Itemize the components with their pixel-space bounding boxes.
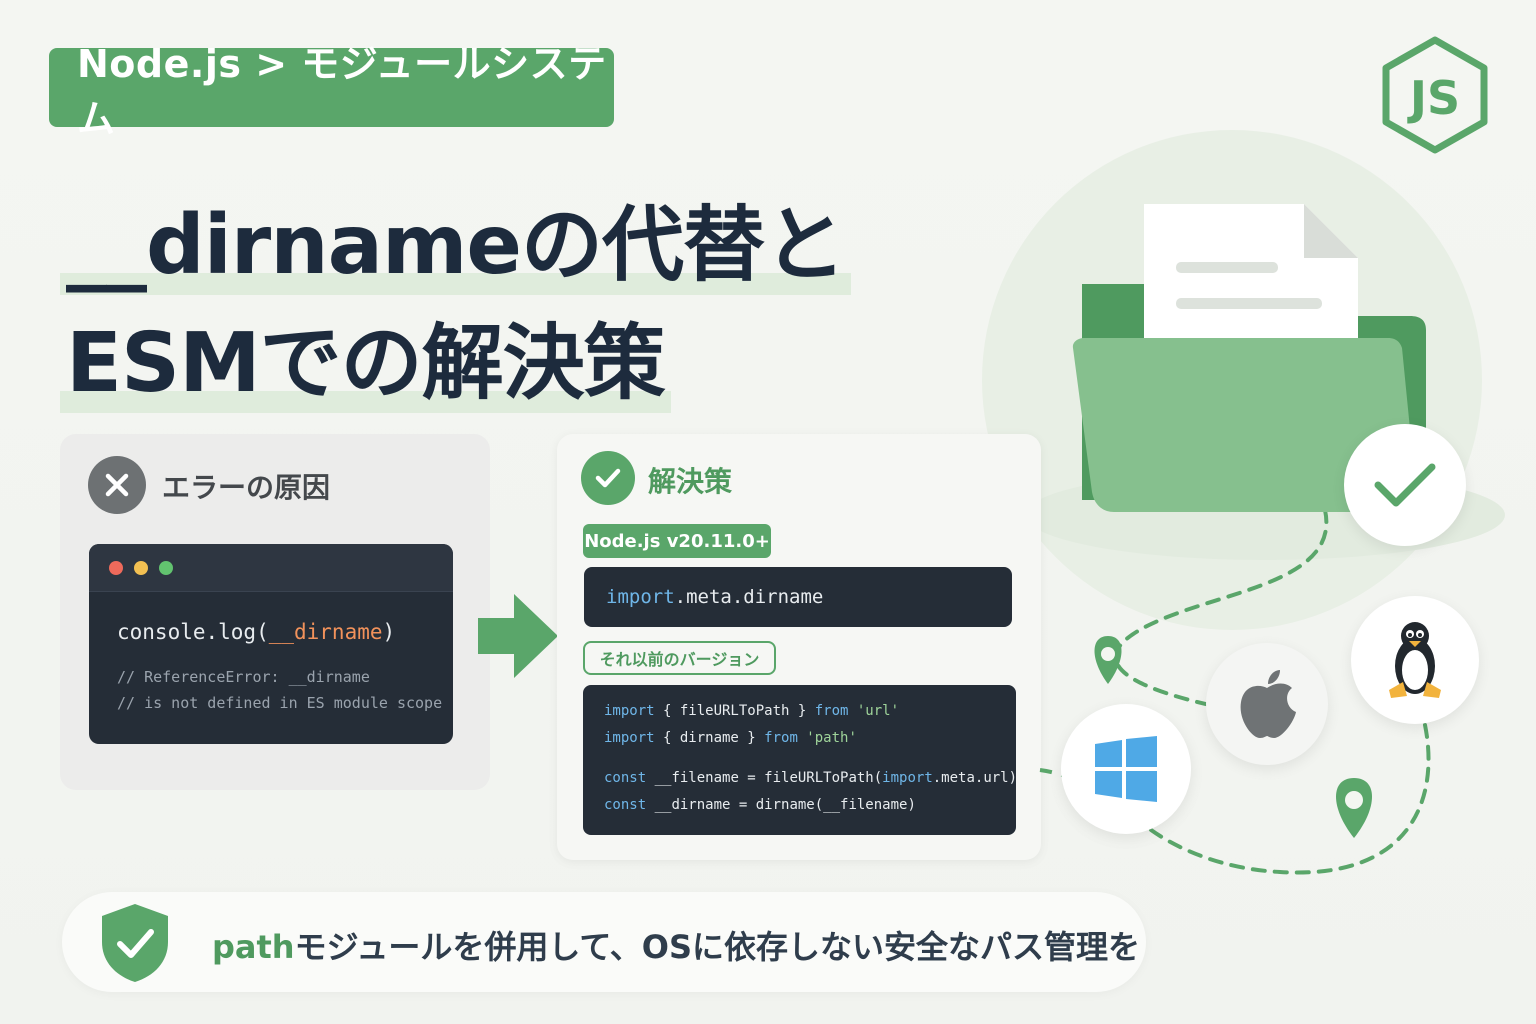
- legacy-version-badge: それ以前のバージョン: [583, 641, 776, 675]
- x-circle-icon: [88, 456, 146, 514]
- page-title-line1: __dirnameの代替と: [60, 178, 852, 297]
- error-heading: エラーの原因: [162, 471, 331, 504]
- code-line: import { dirname } from 'path': [604, 730, 857, 746]
- svg-text:JS: JS: [1407, 71, 1460, 125]
- error-code-terminal: console.log(__dirname) // ReferenceError…: [89, 544, 453, 744]
- footer-message: pathモジュールを併用して、OSに依存しない安全なパス管理を: [212, 928, 1141, 966]
- code-line: import { fileURLToPath } from 'url': [604, 703, 900, 719]
- map-pin-icon: [1094, 636, 1122, 684]
- error-comment-2: // is not defined in ES module scope: [117, 694, 443, 712]
- error-comment-1: // ReferenceError: __dirname: [117, 668, 370, 686]
- breadcrumb: Node.js > モジュールシステム: [49, 42, 614, 141]
- apple-icon: [1206, 643, 1328, 765]
- code-line: const __filename = fileURLToPath(import.…: [604, 770, 1018, 786]
- windows-icon: [1061, 704, 1191, 834]
- check-icon: [1344, 424, 1466, 546]
- arrow-right-icon: [478, 594, 558, 678]
- shield-check-icon: [102, 904, 168, 982]
- page-title-line2: ESMでの解決策: [60, 296, 671, 415]
- code-line: const __dirname = dirname(__filename): [604, 797, 916, 813]
- linux-tux-icon: [1351, 596, 1479, 724]
- terminal-close-dot: [109, 561, 123, 575]
- dashed-route-path: [1039, 508, 1431, 875]
- nodejs-hexagon-icon: JS: [1382, 36, 1488, 154]
- error-code-line: console.log(__dirname): [117, 620, 396, 644]
- terminal-maximize-dot: [159, 561, 173, 575]
- map-pin-icon: [1336, 778, 1372, 838]
- terminal-titlebar: [89, 544, 453, 592]
- version-badge: Node.js v20.11.0+: [583, 524, 771, 558]
- footer-banner: [62, 892, 1146, 992]
- modern-code-box: import.meta.dirname: [584, 567, 1012, 627]
- solution-heading: 解決策: [648, 465, 733, 498]
- folder-icon: [1072, 204, 1426, 512]
- check-circle-icon: [581, 451, 635, 505]
- legacy-code-box: import { fileURLToPath } from 'url' impo…: [583, 685, 1018, 835]
- terminal-minimize-dot: [134, 561, 148, 575]
